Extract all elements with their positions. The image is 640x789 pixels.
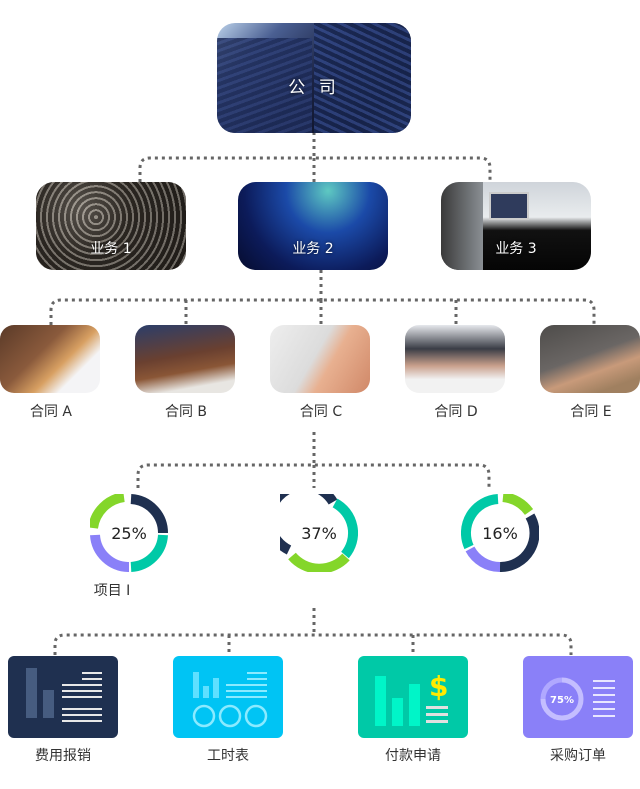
- project-label: 项目 I: [93, 583, 131, 599]
- business-label: 业务 3: [495, 241, 537, 257]
- bar-list-icon: [26, 668, 102, 722]
- svg-text:75%: 75%: [550, 695, 574, 706]
- contract-node-e[interactable]: [540, 325, 640, 393]
- project-donut-3[interactable]: [461, 494, 539, 572]
- crowd-photo: [36, 182, 186, 270]
- building-right: [314, 23, 411, 133]
- contract-label: 合同 E: [570, 404, 612, 420]
- app-timesheet[interactable]: [173, 656, 283, 738]
- chair-photo: [441, 182, 483, 270]
- contract-label: 合同 C: [299, 404, 343, 420]
- contract-node-d[interactable]: [405, 325, 505, 393]
- company-label: 公 司: [288, 78, 340, 98]
- business-node-3[interactable]: 业务 3: [441, 182, 591, 270]
- timesheet-icon: [192, 672, 268, 728]
- contract-node-b[interactable]: [135, 325, 235, 393]
- building-left: [217, 38, 312, 133]
- project-percent: 25%: [111, 524, 147, 543]
- business-node-2[interactable]: 业务 2: [238, 182, 388, 270]
- app-payment[interactable]: $: [358, 656, 468, 738]
- contract-label: 合同 A: [29, 404, 73, 420]
- app-label: 采购订单: [550, 748, 606, 764]
- project-percent: 16%: [482, 524, 518, 543]
- app-purchase-order[interactable]: 75%: [523, 656, 633, 738]
- progress-ring-icon: 75%: [540, 677, 615, 721]
- business-label: 业务 2: [292, 241, 334, 257]
- business-node-1[interactable]: 业务 1: [36, 182, 186, 270]
- project-percent: 37%: [301, 524, 337, 543]
- business-label: 业务 1: [90, 241, 132, 257]
- app-expense[interactable]: [8, 656, 118, 738]
- app-label: 付款申请: [385, 748, 441, 764]
- project-donut-2[interactable]: [280, 494, 358, 572]
- company-node[interactable]: 公 司: [217, 23, 411, 133]
- contract-label: 合同 D: [434, 404, 478, 420]
- contract-label: 合同 B: [164, 404, 208, 420]
- project-donut-1[interactable]: [90, 494, 168, 572]
- contract-node-c[interactable]: [270, 325, 370, 393]
- svg-text:$: $: [429, 670, 448, 703]
- app-label: 工时表: [207, 748, 249, 764]
- dollar-chart-icon: $: [375, 670, 448, 726]
- app-label: 费用报销: [35, 748, 91, 764]
- laptop-photo: [489, 192, 529, 220]
- contract-node-a[interactable]: [0, 325, 100, 393]
